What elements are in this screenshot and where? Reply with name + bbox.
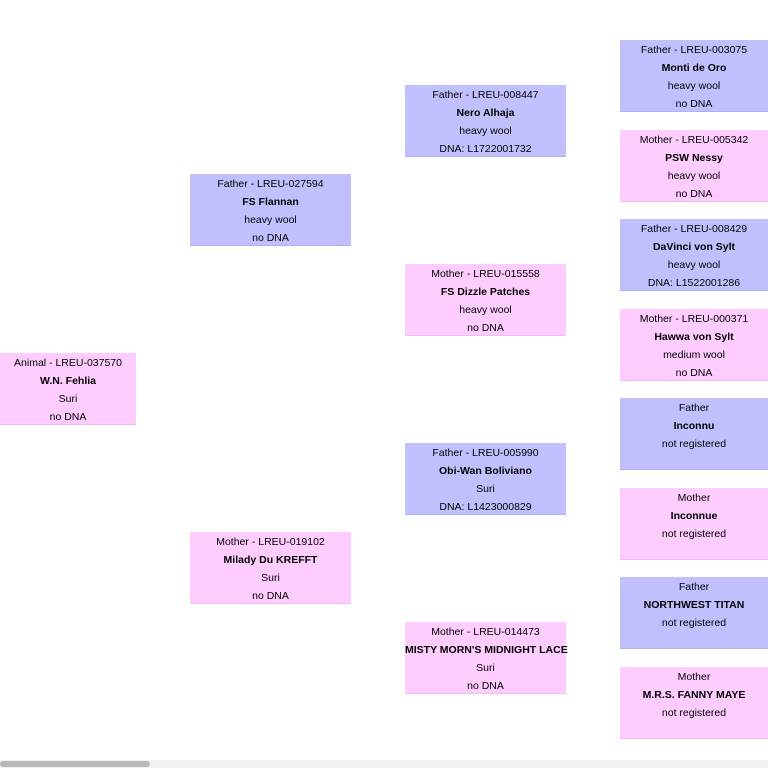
node-dna: no DNA <box>467 322 504 334</box>
node-role: Father - LREU-027594 <box>217 178 324 190</box>
node-type: Suri <box>476 662 495 674</box>
node-dna: DNA: L1423000829 <box>439 501 532 513</box>
node-name: M.R.S. FANNY MAYE <box>642 689 746 701</box>
node-name[interactable]: PSW Nessy <box>665 152 723 164</box>
node-dna: no DNA <box>252 232 289 244</box>
pedigree-node-dam-dam[interactable]: Mother - LREU-014473 MISTY MORN'S MIDNIG… <box>405 622 568 694</box>
node-status: not registered <box>661 528 727 540</box>
node-name: NORTHWEST TITAN <box>643 599 745 611</box>
node-dna: no DNA <box>675 367 713 379</box>
node-role: Mother <box>677 492 711 504</box>
node-status: not registered <box>661 438 727 450</box>
node-name[interactable]: Milady Du KREFFT <box>223 554 318 566</box>
node-dna: no DNA <box>252 590 289 602</box>
node-name[interactable]: FS Dizzle Patches <box>440 286 531 298</box>
node-role: Father - LREU-003075 <box>640 44 748 56</box>
node-type: Suri <box>58 393 78 405</box>
pedigree-node-sds[interactable]: Father - LREU-008429 DaVinci von Sylt he… <box>620 219 768 291</box>
pedigree-node-animal[interactable]: Animal - LREU-037570 W.N. Fehlia Suri no… <box>0 353 136 425</box>
scrollbar-thumb[interactable] <box>0 761 150 767</box>
node-dna: no DNA <box>675 98 713 110</box>
pedigree-node-sdd[interactable]: Mother - LREU-000371 Hawwa von Sylt medi… <box>620 309 768 381</box>
node-dna: no DNA <box>467 680 504 692</box>
node-name[interactable]: Obi-Wan Boliviano <box>439 465 532 477</box>
pedigree-node-dam[interactable]: Mother - LREU-019102 Milady Du KREFFT Su… <box>190 532 351 604</box>
pedigree-node-sire-sire[interactable]: Father - LREU-008447 Nero Alhaja heavy w… <box>405 85 566 157</box>
node-type: medium wool <box>663 349 725 361</box>
node-dna: no DNA <box>675 188 713 200</box>
node-role: Mother - LREU-014473 <box>431 626 540 638</box>
node-role: Father - LREU-008429 <box>640 223 748 235</box>
node-name[interactable]: Nero Alhaja <box>456 107 515 119</box>
pedigree-node-dsd[interactable]: Mother Inconnue not registered <box>620 488 768 560</box>
pedigree-node-dss[interactable]: Father Inconnu not registered <box>620 398 768 470</box>
node-status: not registered <box>661 617 727 629</box>
node-role: Father - LREU-005990 <box>432 447 539 459</box>
horizontal-scrollbar[interactable] <box>0 760 768 768</box>
pedigree-node-ddd[interactable]: Mother M.R.S. FANNY MAYE not registered <box>620 667 768 739</box>
node-dna: DNA: L1522001286 <box>647 277 741 289</box>
node-name[interactable]: W.N. Fehlia <box>39 375 96 387</box>
node-role: Mother - LREU-019102 <box>216 536 325 548</box>
node-dna: no DNA <box>49 411 87 423</box>
node-type: Suri <box>476 483 495 495</box>
node-role: Mother - LREU-000371 <box>639 313 749 325</box>
node-role: Mother - LREU-015558 <box>431 268 540 280</box>
node-role: Father - LREU-008447 <box>432 89 539 101</box>
node-name: Inconnu <box>673 420 715 432</box>
node-role: Mother - LREU-005342 <box>639 134 749 146</box>
node-role: Father <box>678 402 710 414</box>
node-type: heavy wool <box>667 259 721 271</box>
pedigree-node-sss[interactable]: Father - LREU-003075 Monti de Oro heavy … <box>620 40 768 112</box>
node-type: heavy wool <box>667 170 721 182</box>
pedigree-node-sire-dam[interactable]: Mother - LREU-015558 FS Dizzle Patches h… <box>405 264 566 336</box>
node-name[interactable]: Monti de Oro <box>661 62 727 74</box>
pedigree-node-dds[interactable]: Father NORTHWEST TITAN not registered <box>620 577 768 649</box>
pedigree-node-ssd[interactable]: Mother - LREU-005342 PSW Nessy heavy woo… <box>620 130 768 202</box>
node-name[interactable]: Hawwa von Sylt <box>654 331 734 343</box>
node-type: heavy wool <box>459 125 512 137</box>
pedigree-node-dam-sire[interactable]: Father - LREU-005990 Obi-Wan Boliviano S… <box>405 443 566 515</box>
node-type: heavy wool <box>667 80 721 92</box>
node-role: Father <box>678 581 710 593</box>
node-status: not registered <box>661 707 727 719</box>
node-name[interactable]: MISTY MORN'S MIDNIGHT LACE <box>405 644 568 656</box>
node-type: heavy wool <box>459 304 512 316</box>
node-dna: DNA: L1722001732 <box>439 143 532 155</box>
node-type: heavy wool <box>244 214 297 226</box>
node-name[interactable]: FS Flannan <box>242 196 299 208</box>
pedigree-node-sire[interactable]: Father - LREU-027594 FS Flannan heavy wo… <box>190 174 351 246</box>
node-name: Inconnue <box>670 510 718 522</box>
node-role: Animal - LREU-037570 <box>14 357 122 369</box>
node-role: Mother <box>677 671 711 683</box>
node-name[interactable]: DaVinci von Sylt <box>652 241 736 253</box>
node-type: Suri <box>261 572 280 584</box>
